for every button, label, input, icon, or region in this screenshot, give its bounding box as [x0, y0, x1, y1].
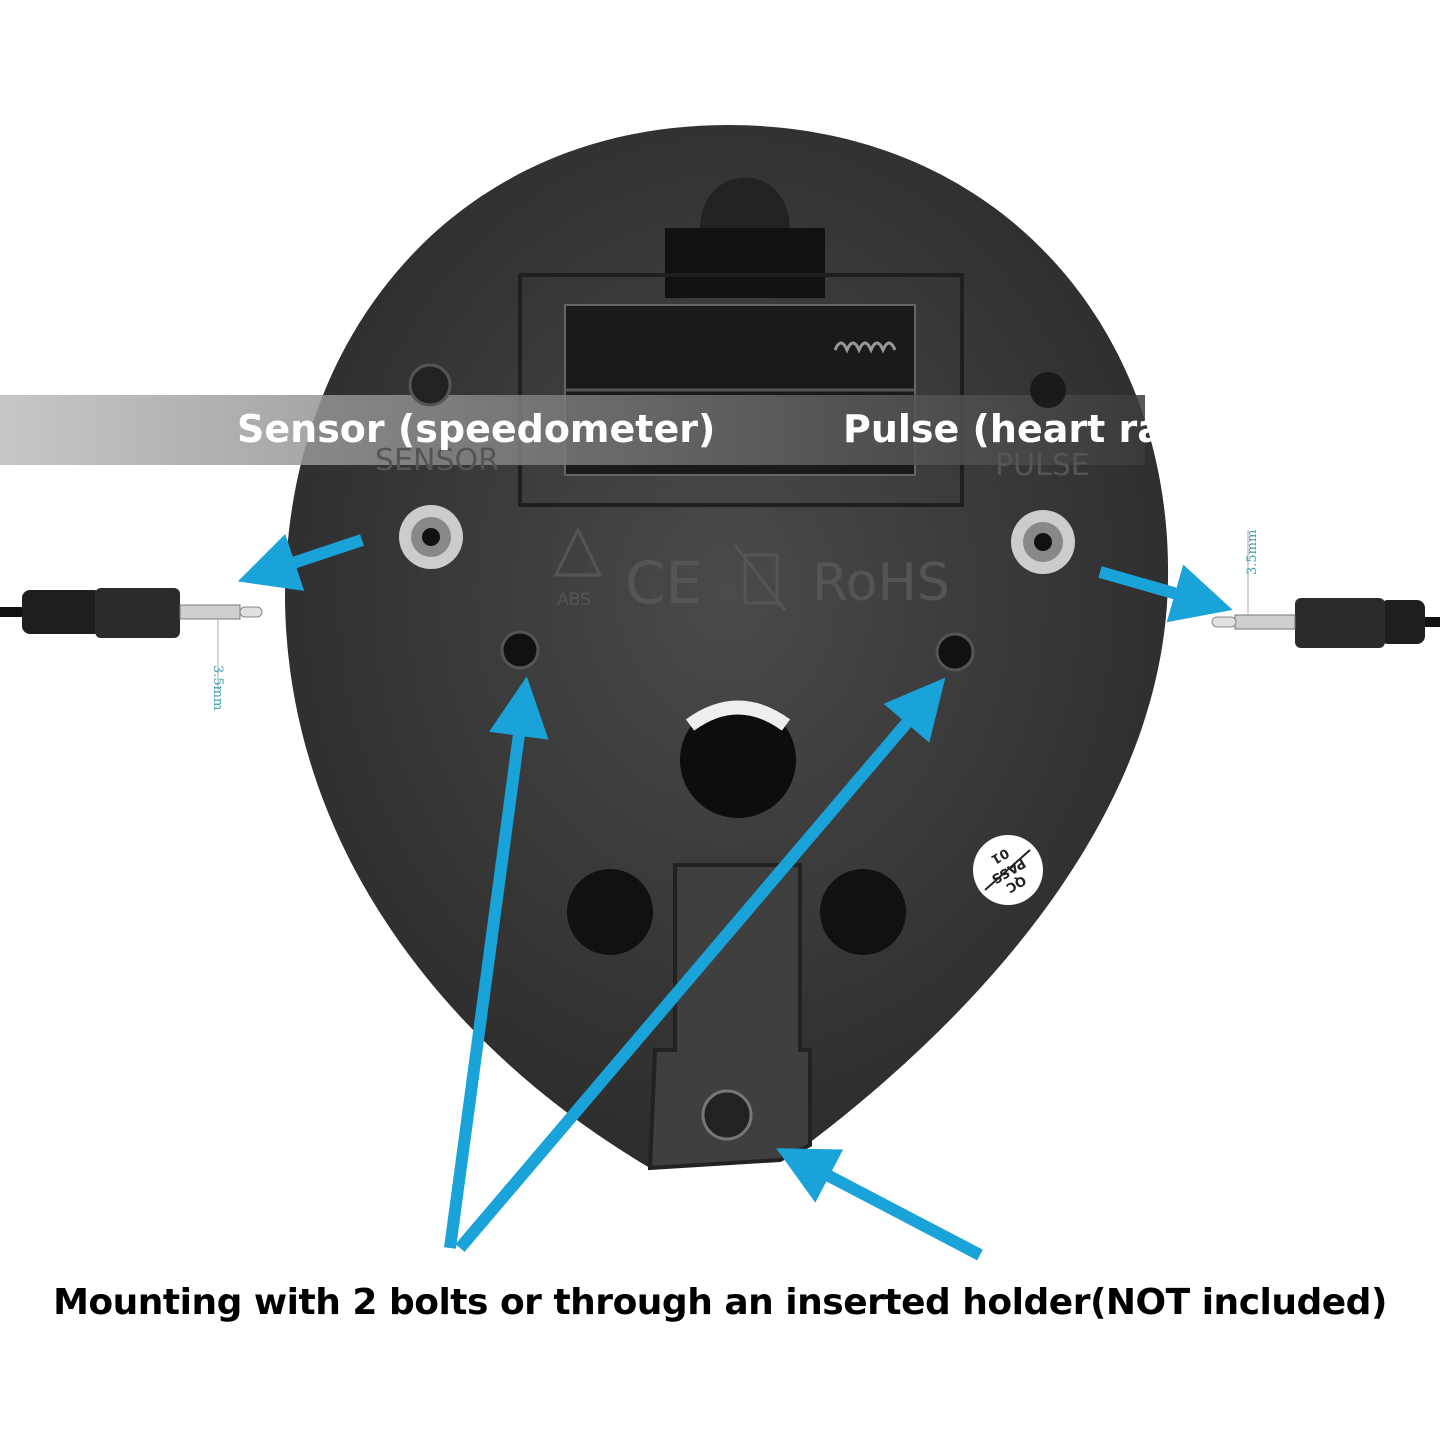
mounting-caption: Mounting with 2 bolts or through an inse…: [53, 1282, 1387, 1323]
bolt-hole-right: [935, 632, 975, 672]
right-audio-jack: [1211, 530, 1440, 648]
arrow-holder: [776, 1148, 983, 1261]
arrow-pulse: [1098, 564, 1233, 623]
holder-screw: [701, 1089, 753, 1141]
top-clip: [700, 177, 790, 230]
clip-slot: [665, 228, 825, 298]
arrow-sensor: [237, 533, 364, 591]
sensor-label: Sensor (speedometer): [237, 407, 715, 451]
pulse-embossed-label: PULSE: [995, 448, 1090, 483]
jack-size-right: 3.5mm: [1245, 530, 1260, 575]
screw-hole: [1030, 372, 1066, 408]
pulse-label: Pulse (heart rat: [843, 407, 1181, 451]
lower-hole-left: [567, 869, 653, 955]
weee-bin-icon: [733, 544, 787, 611]
sensor-embossed-label: SENSOR: [375, 443, 499, 478]
lower-hole-right: [820, 869, 906, 955]
battery-cover-outline: [518, 273, 964, 507]
device-body: [285, 125, 1169, 1168]
arrow-bolt-left: [444, 676, 549, 1249]
recycle-icon: [553, 526, 603, 577]
arrow-bolt-right: [455, 677, 946, 1252]
ce-mark: CE: [625, 549, 702, 617]
screw: [408, 363, 452, 407]
left-audio-jack: [0, 588, 263, 690]
jack-size-left: 3.5mm: [210, 665, 225, 710]
center-hole: [680, 702, 796, 818]
abs-mark: ABS: [557, 590, 591, 610]
rohs-mark: RoHS: [812, 553, 950, 613]
battery-spring: [833, 341, 897, 354]
label-banner: [0, 395, 1145, 465]
bolt-hole-left: [500, 630, 540, 670]
